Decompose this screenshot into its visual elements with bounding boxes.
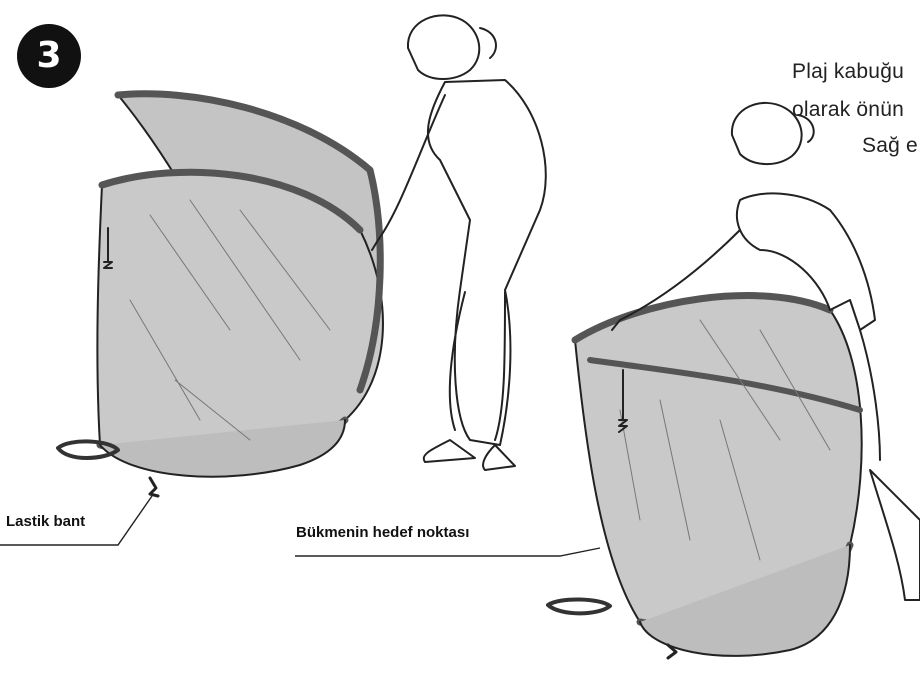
right-tent [548,296,862,658]
woman-1-figure [372,15,546,470]
elastic-band-label: Lastik bant [6,513,85,530]
left-tent [58,94,383,496]
bend-target-label: Bükmenin hedef noktası [296,524,469,541]
instruction-line-2: olarak önün [792,98,904,122]
instruction-line-1: Plaj kabuğu [792,60,904,84]
step-number-badge: 3 [17,24,81,88]
instruction-line-3: Sağ e [862,134,918,158]
